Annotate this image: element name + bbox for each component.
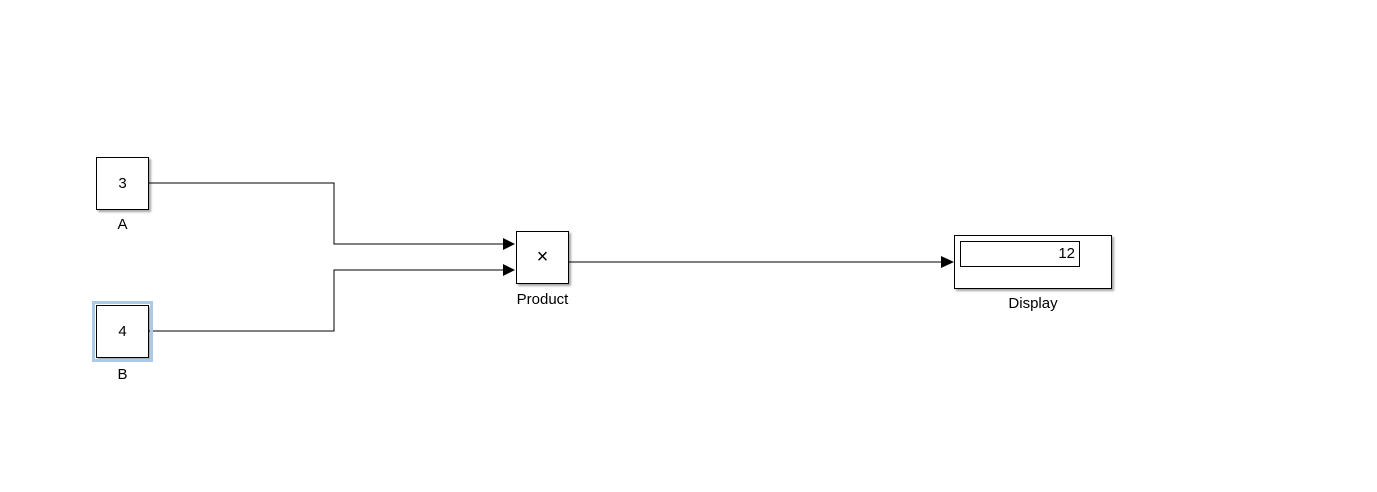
display-block[interactable]: 12 [954, 235, 1112, 289]
constant-b-label[interactable]: B [117, 366, 128, 383]
constant-b-value: 4 [118, 323, 127, 340]
display-label[interactable]: Display [1008, 295, 1058, 312]
product-block[interactable]: × [516, 231, 569, 284]
arrowhead-product-input-1 [503, 238, 515, 250]
display-value-field: 12 [960, 241, 1080, 267]
signal-b-to-product[interactable] [149, 269, 504, 332]
arrowhead-product-input-2 [503, 264, 515, 276]
constant-block-b[interactable]: 4 [92, 301, 153, 362]
multiply-icon: × [536, 246, 549, 268]
constant-a-value: 3 [118, 175, 127, 192]
product-label[interactable]: Product [516, 291, 569, 308]
arrowhead-display-input [941, 256, 954, 268]
constant-block-a[interactable]: 3 [96, 157, 149, 210]
constant-a-label[interactable]: A [117, 216, 128, 233]
signal-a-to-product[interactable] [149, 182, 504, 245]
